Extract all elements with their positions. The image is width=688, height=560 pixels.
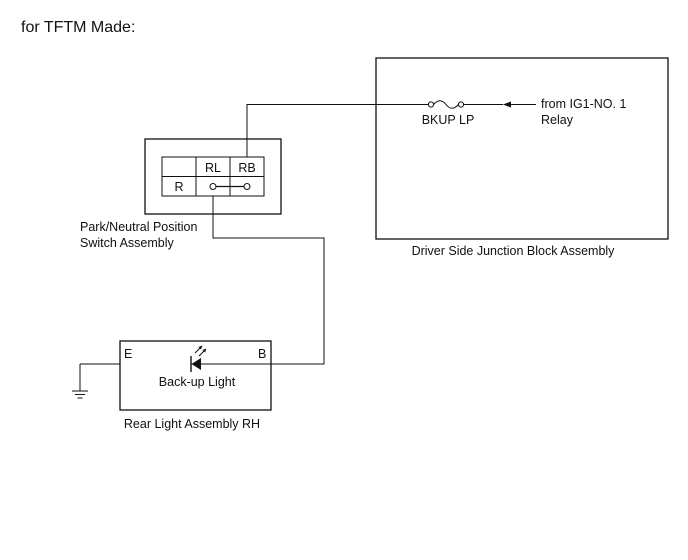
junction-block: BKUP LP from IG1-NO. 1 Relay Driver Side… [375,57,669,258]
pnp-row-r: R [174,180,183,194]
wires [191,104,503,365]
pnp-switch: RL RB R Park/Neutral Position Switch Ass… [80,138,282,250]
pnp-switch-name-line2: Switch Assembly [80,236,175,250]
ground-symbol-icon [72,363,120,399]
source-label-line2: Relay [541,113,574,127]
lamp-label: Back-up Light [159,375,236,389]
fuse-label: BKUP LP [422,113,475,127]
junction-block-box [375,57,669,240]
rear-light: E B Back-up Light Rear Light Assembly RH [119,340,272,431]
led-icon [190,345,207,372]
source-label-line1: from IG1-NO. 1 [541,97,626,111]
continuity-mark [209,183,251,190]
rear-light-name: Rear Light Assembly RH [124,417,260,431]
arrow-left-icon [503,101,536,108]
wire-rl-to-backup-light [212,196,325,365]
fuse-icon [427,100,465,109]
pnp-switch-name-line1: Park/Neutral Position [80,220,197,234]
wire-rb-to-fuse [246,104,429,157]
junction-block-name: Driver Side Junction Block Assembly [412,244,616,258]
pnp-col-rb: RB [238,161,255,175]
diagram-heading: for TFTM Made: [21,19,136,36]
terminal-b-label: B [258,347,266,361]
rear-light-box [119,340,272,411]
pnp-col-rl: RL [205,161,221,175]
terminal-e-label: E [124,347,132,361]
